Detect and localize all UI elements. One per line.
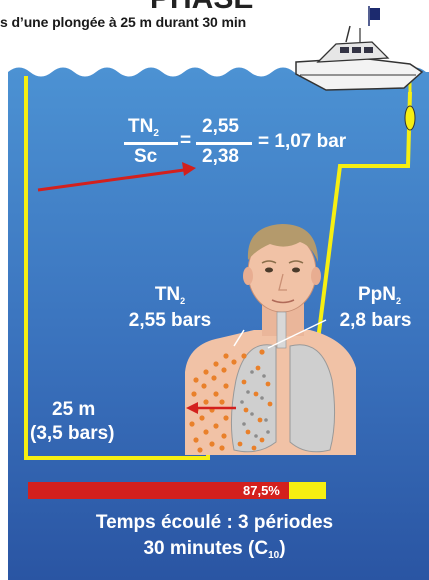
page-title-fragment: PHASE bbox=[150, 0, 270, 14]
formula-tn-subscript: 2 bbox=[153, 128, 159, 139]
formula-denominator-left: Sc bbox=[134, 146, 157, 168]
tissue-tn-subscript: 2 bbox=[180, 296, 185, 306]
elapsed-time-line1: Temps écoulé : 3 périodes bbox=[0, 512, 429, 534]
elapsed-time-line2: 30 minutes (C10) bbox=[0, 538, 429, 560]
fraction-bar-right bbox=[196, 142, 252, 145]
depth-label: 25 m (3,5 bars) bbox=[30, 398, 140, 446]
lung-partial-pressure-value: 2,8 bars bbox=[322, 309, 429, 333]
formula-result: = 1,07 bar bbox=[258, 131, 346, 153]
buoy bbox=[405, 106, 415, 130]
formula-numerator-right: 2,55 bbox=[202, 116, 239, 138]
saturation-percent-label: 87,5% bbox=[243, 482, 280, 499]
lung-ppn-text: PpN bbox=[358, 284, 396, 305]
formula-denominator-right: 2,38 bbox=[202, 146, 239, 168]
lung-partial-pressure-label: PpN2 2,8 bars bbox=[330, 283, 429, 333]
formula-tn-label: TN bbox=[128, 116, 153, 137]
fraction-bar-left bbox=[124, 142, 178, 145]
formula-numerator-left: TN2 bbox=[128, 116, 159, 138]
lung-ppn-subscript: 2 bbox=[396, 296, 401, 306]
tissue-tension-label: TN2 2,55 bars bbox=[108, 283, 232, 333]
tissue-tension-title: TN2 bbox=[108, 283, 232, 309]
saturation-bar-remainder bbox=[289, 482, 326, 499]
depth-pressure: (3,5 bars) bbox=[30, 422, 140, 446]
tissue-tension-value: 2,55 bars bbox=[108, 309, 232, 333]
elapsed-minutes-suffix: ) bbox=[279, 538, 285, 559]
page-subtitle: s d’une plongée à 25 m durant 30 min bbox=[0, 14, 400, 30]
saturation-bar: 87,5% bbox=[28, 482, 326, 499]
formula-equals: = bbox=[180, 130, 191, 152]
tissue-tn-text: TN bbox=[155, 284, 180, 305]
lung-ppn2-title: PpN2 bbox=[330, 283, 429, 309]
elapsed-minutes-text: 30 minutes (C bbox=[143, 538, 268, 559]
ear-right bbox=[311, 267, 321, 285]
elapsed-compartment-subscript: 10 bbox=[268, 550, 279, 561]
ear-left bbox=[243, 267, 253, 285]
depth-value: 25 m bbox=[30, 398, 140, 422]
